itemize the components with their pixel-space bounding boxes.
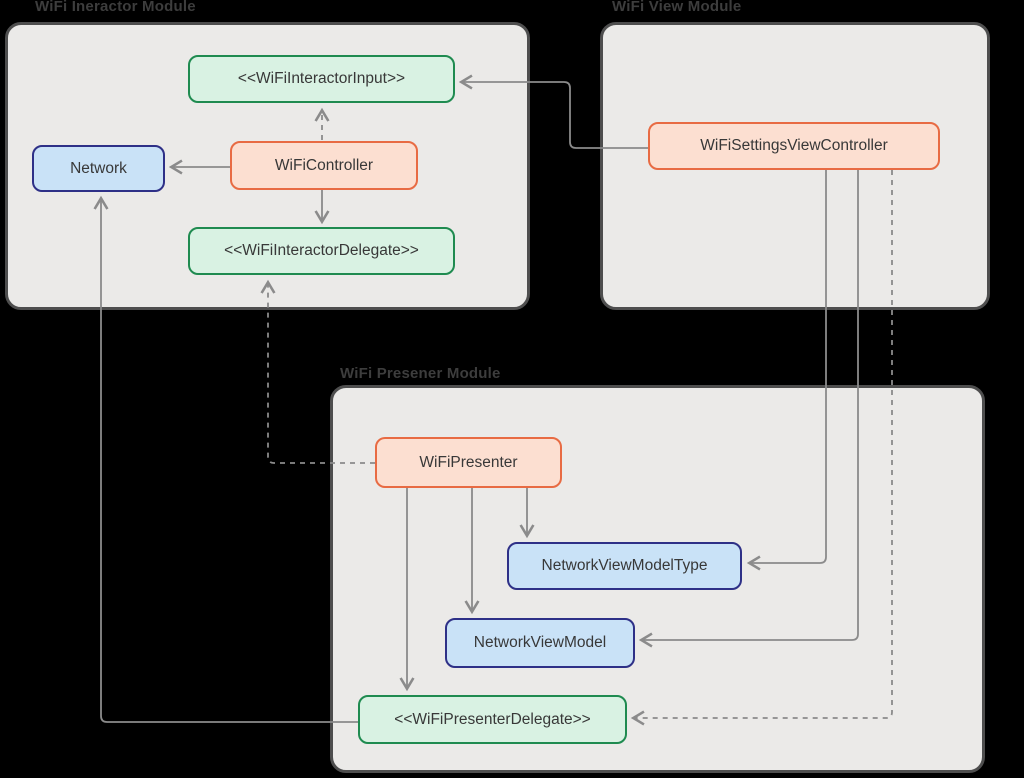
- node-wifi-interactor-input: <<WiFiInteractorInput>>: [188, 55, 455, 103]
- edge-presenterdelegate-to-network: [93, 195, 358, 723]
- node-network-view-model: NetworkViewModel: [445, 618, 635, 668]
- module-title-wifi-interactor: WiFi Ineractor Module: [35, 0, 196, 15]
- node-wifi-presenter: WiFiPresenter: [375, 437, 562, 488]
- node-wifi-presenter-delegate: <<WiFiPresenterDelegate>>: [358, 695, 627, 744]
- node-label: <<WiFiInteractorInput>>: [237, 70, 406, 87]
- edge-settingsvc-to-networkviewmodel: [638, 170, 859, 648]
- module-title-wifi-view: WiFi View Module: [612, 0, 742, 15]
- edge-presenter-to-interactordelegate: [260, 279, 375, 464]
- node-wifi-settings-view-controller: WiFiSettingsViewController: [648, 122, 940, 170]
- edge-settingsvc-to-interactorinput: [458, 74, 648, 149]
- node-label: NetworkViewModel: [473, 634, 607, 651]
- node-network: Network: [32, 145, 165, 192]
- node-label: WiFiController: [274, 156, 374, 174]
- node-wifi-controller: WiFiController: [230, 141, 418, 190]
- node-wifi-interactor-delegate: <<WiFiInteractorDelegate>>: [188, 227, 455, 275]
- node-network-view-model-type: NetworkViewModelType: [507, 542, 742, 590]
- module-title-wifi-presenter: WiFi Presener Module: [340, 365, 501, 382]
- node-label: WiFiPresenter: [419, 453, 518, 471]
- node-label: NetworkViewModelType: [541, 557, 708, 574]
- node-label: WiFiSettingsViewController: [700, 137, 888, 154]
- node-label: Network: [70, 159, 127, 177]
- edge-settingsvc-to-networkviewmodeltype: [746, 170, 827, 571]
- edge-settingsvc-to-presenterdelegate: [630, 170, 893, 726]
- node-label: <<WiFiInteractorDelegate>>: [224, 242, 419, 259]
- node-label: <<WiFiPresenterDelegate>>: [394, 710, 591, 728]
